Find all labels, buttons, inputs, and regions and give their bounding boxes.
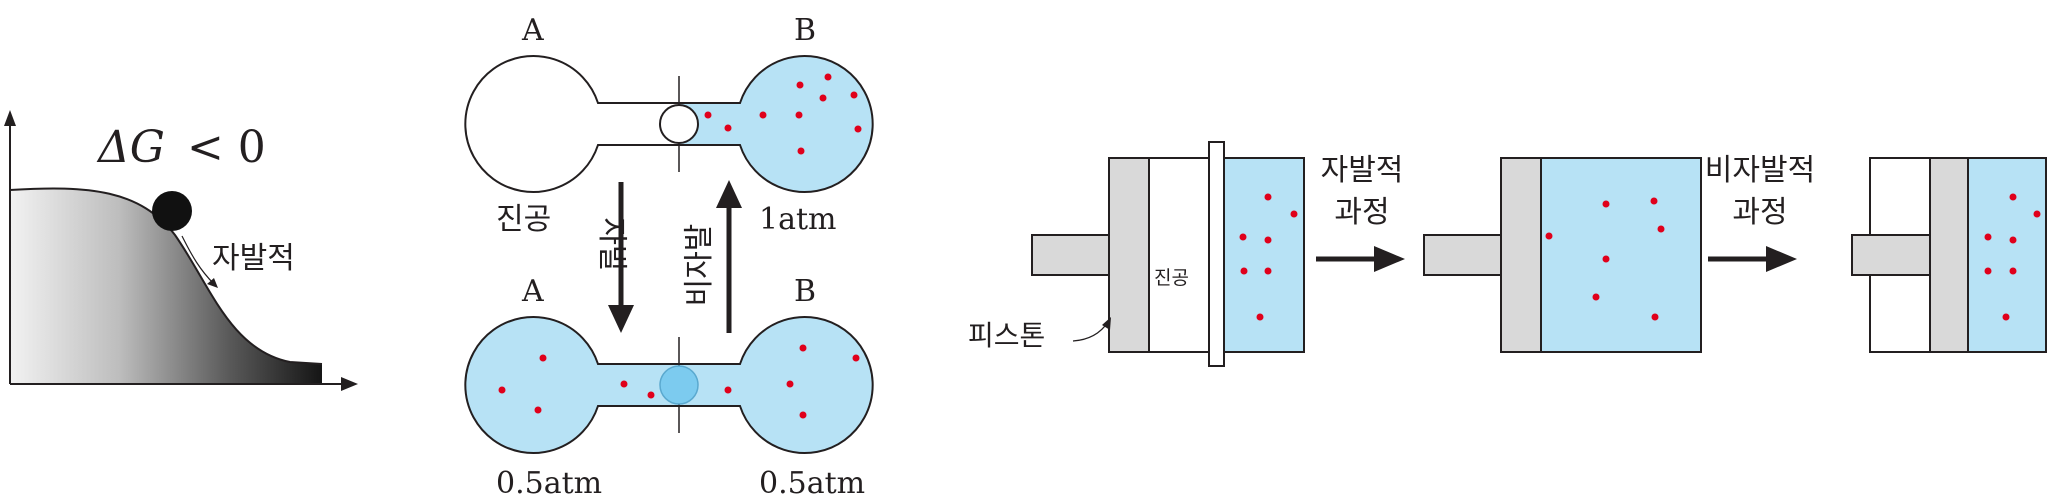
molecule (824, 73, 832, 81)
vacuum-state-label: 진공 (496, 202, 551, 237)
molecule (539, 354, 547, 362)
vacuum-region-1 (1148, 157, 1210, 353)
molecule (2009, 193, 2017, 201)
molecule (850, 91, 858, 99)
bottom-b-label: B (794, 274, 816, 309)
vacuum-label: 진공 (1154, 267, 1189, 289)
piston-head-1 (1108, 157, 1150, 353)
bottom-molecules (498, 344, 860, 419)
molecule (534, 406, 542, 414)
cylinder-1: 진공 (1031, 141, 1305, 367)
piston-pointer-arrowhead (1102, 317, 1111, 330)
bulb-panel: A B 진공 1atm 자발 비자발 (464, 13, 874, 501)
molecule (819, 94, 827, 102)
molecule (854, 125, 862, 133)
molecule (1657, 225, 1665, 233)
molecule (759, 111, 767, 119)
molecule (724, 124, 732, 132)
molecule (1602, 200, 1610, 208)
spontaneous-process-label-1: 자발적 (1321, 153, 1404, 188)
molecule (1239, 233, 1247, 241)
molecule (2009, 236, 2017, 244)
nonspontaneous-arrow-label: 비자발 (682, 224, 717, 307)
energy-panel: ΔG < 0 자발적 (4, 110, 358, 391)
molecule (647, 391, 655, 399)
bottom-a-label: A (521, 274, 544, 309)
molecule (1290, 210, 1298, 218)
molecule (1984, 267, 1992, 275)
bottom-apparatus (464, 316, 874, 454)
molecule (1650, 197, 1658, 205)
molecule (1984, 233, 1992, 241)
molecule (797, 147, 805, 155)
nonspontaneous-process-label-2: 과정 (1732, 195, 1787, 230)
molecule (852, 354, 860, 362)
bottom-right-pressure-label: 0.5atm (759, 466, 865, 501)
gas-region-2 (1540, 157, 1702, 353)
nonspontaneous-up-arrowhead (716, 180, 742, 208)
molecule (1240, 267, 1248, 275)
delta-g-label: ΔG < 0 (96, 122, 266, 173)
bottom-valve-open (659, 365, 699, 405)
one-atm-label: 1atm (759, 202, 836, 237)
molecule (799, 344, 807, 352)
cylinder-2 (1423, 157, 1702, 353)
nonspontaneous-process-arrowhead (1766, 246, 1797, 272)
y-axis-arrowhead (4, 110, 16, 126)
nonspontaneous-process-label-1: 비자발적 (1705, 153, 1815, 188)
piston-rod-2 (1423, 234, 1502, 276)
gas-region-1 (1223, 157, 1305, 353)
molecule (2033, 210, 2041, 218)
partition-plate-1 (1208, 141, 1225, 367)
x-axis-arrowhead (341, 377, 358, 391)
top-gas-region (680, 56, 873, 193)
molecule (724, 386, 732, 394)
spontaneous-label: 자발적 (212, 241, 295, 276)
molecule (786, 380, 794, 388)
piston-head-2 (1500, 157, 1542, 353)
spontaneous-process-label-2: 과정 (1334, 195, 1389, 230)
cylinder-1-molecules (1239, 193, 1298, 321)
molecule (1545, 232, 1553, 240)
piston-head-3 (1929, 157, 1969, 353)
top-apparatus (464, 55, 874, 193)
top-b-label: B (794, 13, 816, 48)
piston-label: 피스톤 (968, 319, 1045, 352)
top-valve-closed (659, 104, 699, 144)
top-apparatus-outline (464, 55, 874, 193)
cylinder-3 (1851, 157, 2047, 353)
piston-panel: 진공 피스톤 자발적 과정 비자발 (968, 141, 2047, 367)
molecule (1264, 267, 1272, 275)
molecule (1651, 313, 1659, 321)
molecule (1264, 193, 1272, 201)
cylinder-2-molecules (1545, 197, 1665, 321)
gas-region-3 (1967, 157, 2047, 353)
spontaneous-process-arrowhead (1374, 246, 1405, 272)
top-a-label: A (521, 13, 544, 48)
molecule (799, 411, 807, 419)
piston-rod-1 (1031, 234, 1110, 276)
molecule (1592, 293, 1600, 301)
molecule (1602, 255, 1610, 263)
spontaneous-down-arrowhead (608, 305, 634, 333)
roll-arrowhead (207, 278, 218, 288)
top-molecules (704, 73, 862, 155)
energy-hill-outline (9, 187, 323, 365)
molecule (796, 81, 804, 89)
molecule (620, 380, 628, 388)
cylinder-3-molecules (1984, 193, 2041, 321)
molecule (1264, 236, 1272, 244)
roll-arrow (181, 235, 215, 285)
molecule (795, 111, 803, 119)
spontaneous-arrow-label: 자발 (594, 217, 629, 272)
piston-rod-3 (1851, 234, 1931, 276)
molecule (1256, 313, 1264, 321)
molecule (704, 111, 712, 119)
energy-hill (10, 188, 322, 384)
ball (152, 191, 192, 231)
molecule (498, 386, 506, 394)
bottom-left-pressure-label: 0.5atm (496, 466, 602, 501)
molecule (2002, 313, 2010, 321)
molecule (2009, 267, 2017, 275)
